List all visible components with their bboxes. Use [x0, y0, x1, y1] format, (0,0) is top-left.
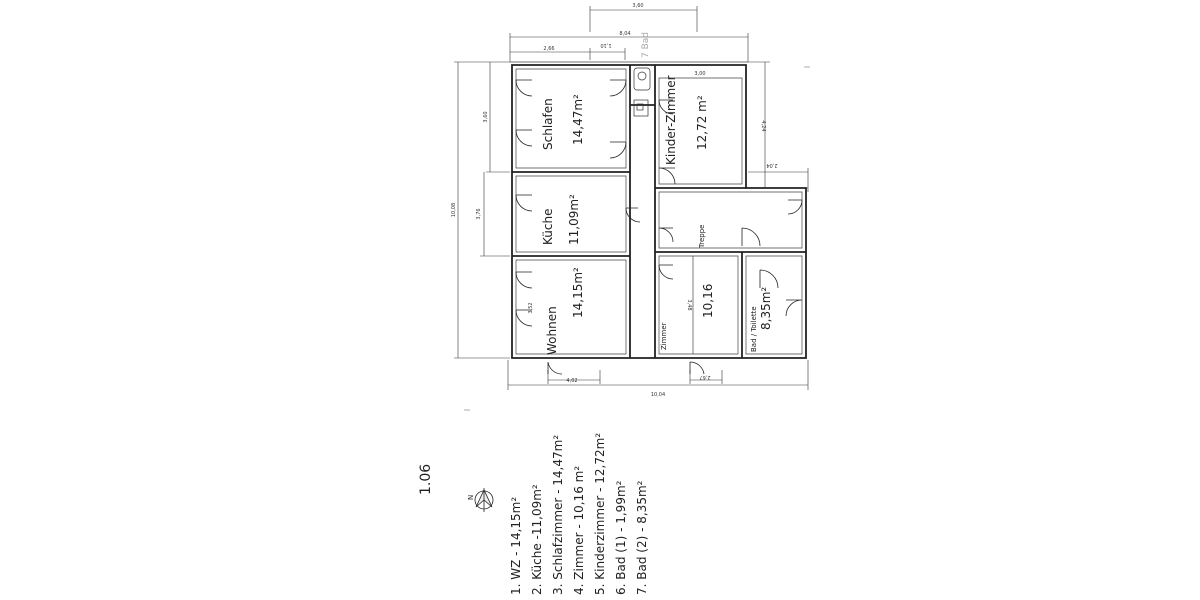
legend-item: 5. Kinderzimmer - 12,72m²	[593, 433, 607, 595]
dim-kinder-depth: 4,24	[760, 120, 766, 131]
room-legend: 1. WZ - 14,15m² 2. Küche -11,09m² 3. Sch…	[509, 433, 649, 595]
room-zimmer-name: Zimmer	[660, 322, 668, 350]
legend-item: 4. Zimmer - 10,16 m²	[572, 466, 586, 595]
dim-wohnen-depth: 3,52	[528, 302, 534, 313]
room-kueche-area: 11,09m²	[567, 194, 581, 245]
room-kinderzimmer-area: 12,72 m²	[695, 95, 709, 150]
room-schlafen-area: 14,47m²	[571, 94, 585, 145]
room-treppe-name: Treppe	[698, 225, 706, 249]
dim-zimmer-depth: 3,48	[686, 299, 692, 310]
dim-overall-top: 8,04	[619, 31, 630, 37]
dim-kinder-width: 3,00	[694, 71, 705, 77]
room-bad-small-name: 7 Bad	[641, 32, 651, 58]
room-kueche-name: Küche	[541, 209, 555, 245]
dim-bad-small-width: 1,10	[600, 42, 611, 48]
legend-item: 6. Bad (1) - 1,99m²	[614, 480, 628, 595]
dim-overall-depth: 10,08	[451, 203, 457, 217]
walls	[511, 64, 807, 359]
dimension-lines	[454, 6, 809, 390]
scan-marks	[464, 66, 810, 411]
dimension-labels: 3,60 8,04 2,66 1,10 3,00 3,60 3,76 3,52 …	[451, 3, 778, 398]
dim-bottom-left: 4,02	[566, 378, 577, 384]
room-bad-toilette-name: Bad / Toilette	[750, 306, 758, 352]
compass-icon	[474, 488, 494, 512]
room-labels: Schlafen 14,47m² Kinder-Zimmer 12,72 m² …	[541, 32, 773, 355]
legend-item: 1. WZ - 14,15m²	[509, 497, 523, 595]
room-bad-toilette-area: 8,35m²	[759, 287, 773, 330]
drawing-number: 1.06	[418, 464, 434, 495]
legend-item: 7. Bad (2) - 8,35m²	[635, 480, 649, 595]
room-wohnen-area: 14,15m²	[571, 267, 585, 318]
compass-label: N	[467, 495, 475, 500]
legend-item: 3. Schlafzimmer - 14,47m²	[551, 435, 565, 595]
room-zimmer-area: 10,16	[701, 284, 715, 318]
dim-schlafen-depth: 3,60	[483, 111, 489, 122]
room-schlafen-name: Schlafen	[541, 98, 555, 150]
dim-kueche-depth: 3,76	[476, 208, 482, 219]
doors	[515, 79, 803, 375]
legend-item: 2. Küche -11,09m²	[530, 484, 544, 595]
bathroom-fixtures	[633, 67, 651, 117]
dim-overall-bottom: 10,04	[651, 392, 665, 398]
dim-bottom-mid: 2,67	[699, 374, 710, 380]
room-kinderzimmer-name: Kinder-Zimmer	[664, 75, 678, 165]
dim-top-stair: 3,60	[632, 3, 643, 9]
dim-right-step: 2,04	[766, 162, 777, 168]
dim-schlafen-width: 2,66	[543, 46, 554, 52]
room-wohnen-name: Wohnen	[545, 306, 559, 355]
inner-wall-lines	[510, 61, 803, 355]
